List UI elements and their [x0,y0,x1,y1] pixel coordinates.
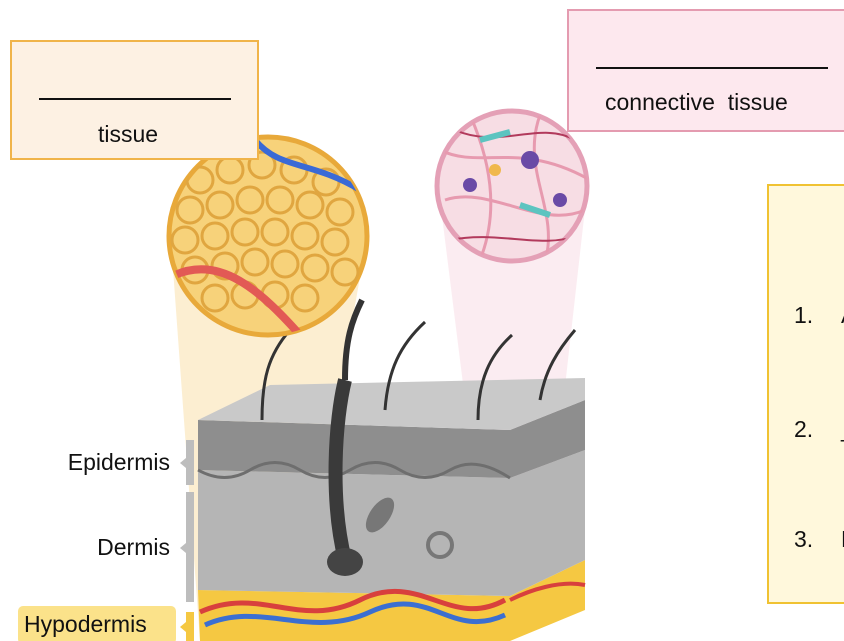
info-item-3-number: 3. [794,526,813,553]
answer-blank-left[interactable] [39,98,231,100]
info-panel: 1. A 2. _ 3. F [767,184,844,604]
info-item-1-number: 1. [794,302,813,329]
layer-brackets [180,440,194,641]
adipose-tissue-label-box: tissue [10,40,259,160]
connective-tissue-label-box: connective tissue [567,9,844,132]
hypodermis-label: Hypodermis [24,611,170,638]
right-box-caption: connective tissue [605,89,788,116]
adipose-tissue-magnified [169,137,367,335]
info-item-2-number: 2. [794,416,813,443]
connective-tissue-magnified [437,111,590,262]
epidermis-label: Epidermis [38,449,170,476]
dermis-label: Dermis [38,534,170,561]
answer-blank-right[interactable] [596,67,828,69]
left-box-caption: tissue [98,121,158,148]
